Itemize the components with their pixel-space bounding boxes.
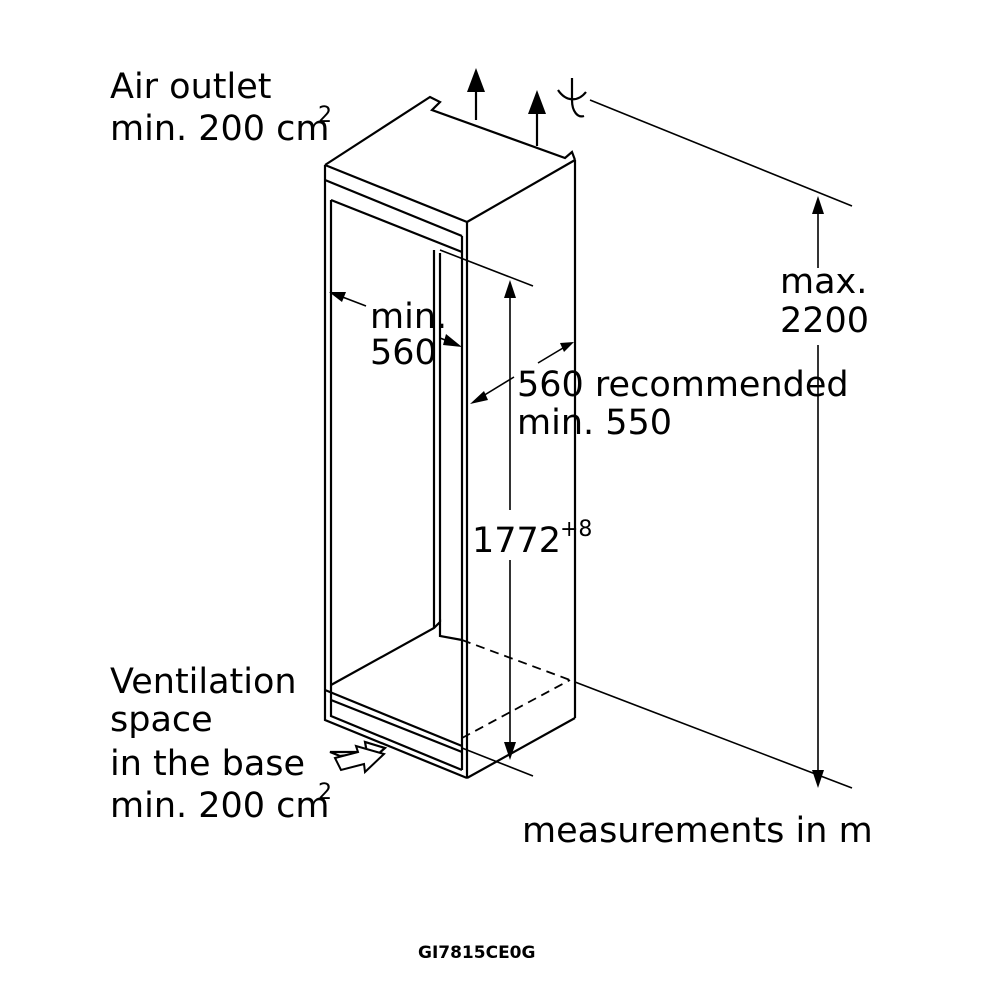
- max-height-value: 2200: [780, 301, 869, 341]
- base-vent-arrow: [329, 740, 388, 775]
- depth-recommended-label: 560 recommended: [517, 365, 849, 405]
- ventilation-space-label: space: [110, 700, 213, 740]
- air-outlet-min-label: min. 200 cm: [110, 109, 330, 149]
- ventilation-superscript: 2: [318, 780, 332, 805]
- model-number: GI7815CE0G: [418, 943, 535, 963]
- units-note: measurements in m: [522, 811, 873, 851]
- ventilation-min-label: min. 200 cm: [110, 786, 330, 826]
- air-outlet-label: Air outlet: [110, 67, 271, 107]
- ventilation-base-label: in the base: [110, 744, 305, 784]
- width-min-label: min.: [370, 297, 447, 337]
- height-tolerance: +8: [560, 517, 592, 542]
- dimension-lines: [329, 99, 853, 789]
- width-min-value: 560: [370, 333, 437, 373]
- cabinet-niche: [323, 95, 577, 780]
- air-outlet-superscript: 2: [318, 103, 332, 128]
- ventilation-label: Ventilation: [110, 662, 297, 702]
- depth-min-label: min. 550: [517, 403, 672, 443]
- air-outlet-arrows: [467, 68, 587, 146]
- height-value: 1772: [472, 521, 561, 561]
- max-height-label: max.: [780, 262, 867, 302]
